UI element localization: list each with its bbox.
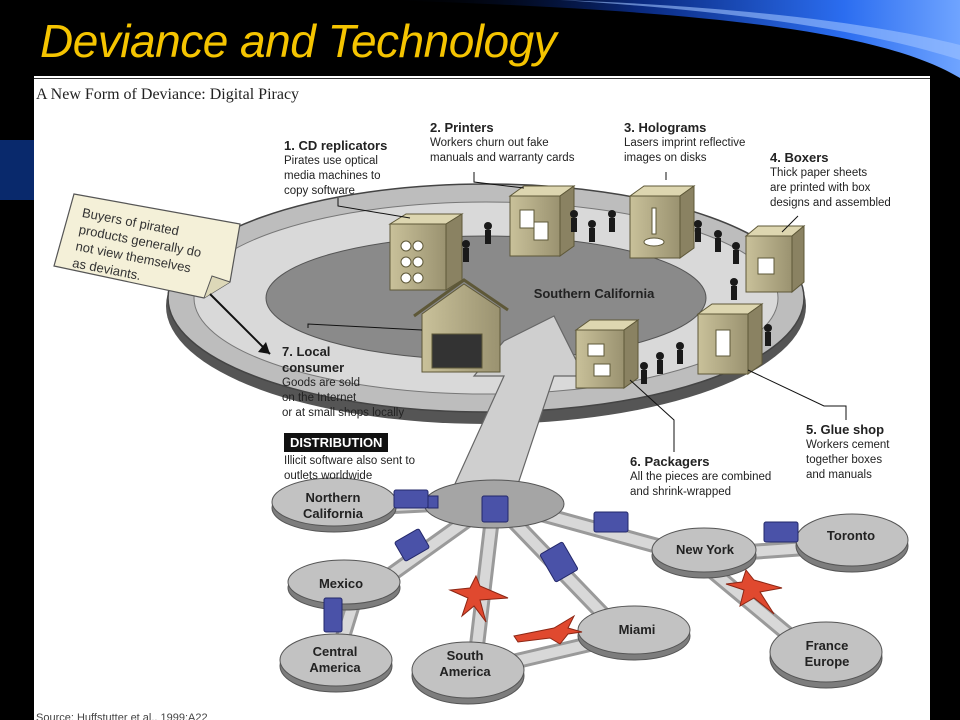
step-glue-shop: 5. Glue shop Workers cement together box… — [806, 422, 890, 483]
step-title: 3. Holograms — [624, 120, 707, 135]
step-line: are printed with box — [770, 182, 871, 194]
blue-swoosh-decoration — [380, 0, 960, 78]
step-line: copy software — [284, 185, 355, 197]
city-line: Miami — [618, 622, 656, 637]
step-title: 5. Glue shop — [806, 422, 885, 437]
city-line: Northern — [305, 490, 361, 505]
destination-mexico: Mexico — [296, 576, 386, 592]
step-line: or at small shops locally — [282, 407, 405, 419]
destination-new-york: New York — [660, 542, 750, 558]
step-holograms: 3. Holograms Lasers imprint reflective i… — [624, 120, 745, 166]
destination-france-europe: France Europe — [782, 638, 872, 670]
step-line: Lasers imprint reflective — [624, 137, 746, 149]
destination-miami: Miami — [592, 622, 682, 638]
left-edge-swoosh — [0, 140, 40, 200]
top-rule — [34, 78, 930, 79]
city-line: France — [805, 638, 849, 653]
step-title: 4. Boxers — [770, 150, 829, 165]
cd-replicator-building — [388, 213, 464, 291]
step-packagers: 6. Packagers All the pieces are combined… — [630, 454, 771, 500]
hub-label: Southern California — [533, 286, 655, 301]
city-line: Central — [312, 644, 358, 659]
step-line: Thick paper sheets — [770, 167, 868, 179]
planes — [448, 568, 783, 645]
city-line: America — [309, 660, 361, 675]
city-line: Mexico — [318, 576, 364, 591]
step-title: 1. CD replicators — [284, 138, 388, 153]
glue-shop-building — [696, 303, 764, 375]
step-line: together boxes — [806, 454, 883, 466]
step-line: Goods are sold — [282, 377, 360, 389]
step-printers: 2. Printers Workers churn out fake manua… — [430, 120, 574, 166]
hologram-building — [628, 185, 696, 259]
step-line: Workers cement — [806, 439, 890, 451]
destination-discs — [271, 477, 909, 705]
piracy-illustration — [53, 172, 909, 705]
trucks — [323, 489, 799, 633]
step-title: 7. Local — [282, 344, 331, 359]
sticky-note-paper — [53, 193, 241, 299]
city-line: Toronto — [826, 528, 876, 543]
step-line: designs and assembled — [770, 197, 891, 209]
leader-lines — [307, 172, 847, 452]
printer-building — [508, 185, 576, 257]
step-line: and manuals — [806, 469, 872, 481]
city-line: California — [303, 506, 363, 521]
step-title-2: consumer — [282, 360, 345, 375]
step-line: and shrink-wrapped — [630, 486, 732, 498]
figure-heading: A New Form of Deviance: Digital Piracy — [36, 86, 300, 103]
step-title: 2. Printers — [430, 120, 494, 135]
city-line: America — [439, 664, 491, 679]
step-line: Pirates use optical — [284, 155, 378, 167]
city-line: Europe — [804, 654, 850, 669]
distribution-text: Illicit software also sent to outlets wo… — [284, 454, 415, 484]
figure-panel: A New Form of Deviance: Digital Piracy — [34, 76, 930, 720]
destination-south-america: South America — [420, 648, 510, 680]
destination-central-america: Central America — [290, 644, 380, 676]
step-line: images on disks — [624, 152, 707, 164]
step-title: 6. Packagers — [630, 454, 710, 469]
destination-northern-california: Northern California — [288, 490, 378, 522]
boxer-building — [744, 224, 806, 294]
note-arrowhead — [258, 342, 270, 354]
distribution-line: outlets worldwide — [284, 470, 373, 482]
workers — [462, 210, 772, 384]
slide-title: Deviance and Technology — [40, 15, 557, 67]
step-line: Workers churn out fake — [430, 137, 549, 149]
source-citation: Source: Huffstutter et al., 1999:A22 — [36, 712, 208, 720]
step-line: manuals and warranty cards — [430, 152, 575, 164]
packager-building — [574, 319, 640, 389]
step-local-consumer: 7. Local consumer Goods are sold on the … — [282, 344, 404, 421]
distribution-line: Illicit software also sent to — [284, 455, 416, 467]
city-line: South — [446, 648, 484, 663]
destination-toronto: Toronto — [806, 528, 896, 544]
step-cd-replicators: 1. CD replicators Pirates use optical me… — [284, 138, 387, 199]
city-line: New York — [675, 542, 735, 557]
factory-buildings — [388, 185, 806, 389]
step-boxers: 4. Boxers Thick paper sheets are printed… — [770, 150, 891, 211]
step-line: media machines to — [284, 170, 381, 182]
note-arrow — [209, 293, 271, 355]
distribution-badge: DISTRIBUTION — [284, 433, 389, 452]
consumer-house — [413, 278, 509, 373]
step-line: on the Internet — [282, 392, 357, 404]
step-line: All the pieces are combined — [630, 471, 772, 483]
